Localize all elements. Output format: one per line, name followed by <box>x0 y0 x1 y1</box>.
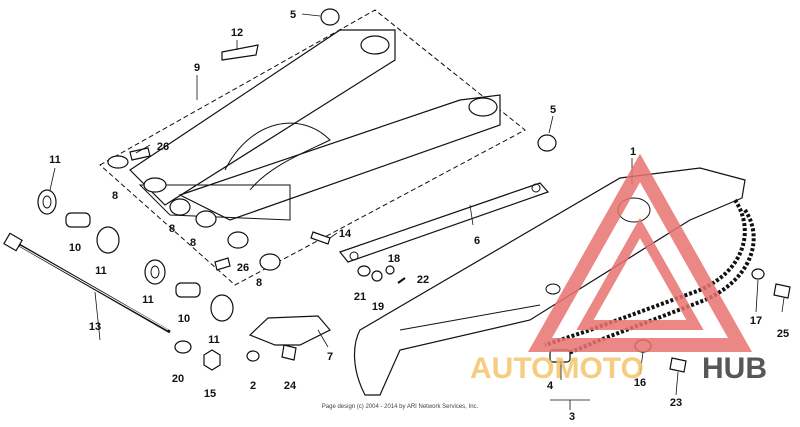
bearings-seals <box>37 189 234 322</box>
callout-17: 17 <box>750 315 762 327</box>
washer-20 <box>174 340 192 354</box>
watermark-text-part1: AUTOMOTO <box>470 352 644 385</box>
callout-11-b: 11 <box>95 265 107 277</box>
bolt-25 <box>773 283 791 299</box>
callout-3: 3 <box>569 411 575 423</box>
callout-19: 19 <box>372 301 384 313</box>
callout-18: 18 <box>388 253 400 265</box>
callout-6: 6 <box>474 235 480 247</box>
bolt-24 <box>281 344 297 361</box>
callout-11-c: 11 <box>142 294 154 306</box>
bolt-23 <box>669 357 687 373</box>
chain-guide-7 <box>248 315 331 346</box>
watermark-text-part2: HUB <box>702 352 767 385</box>
callout-22: 22 <box>417 274 429 286</box>
copyright-text: Page design (c) 2004 - 2014 by ARI Netwo… <box>322 404 479 410</box>
callout-5-right: 5 <box>550 104 556 116</box>
bolt-14 <box>310 231 331 245</box>
callout-14: 14 <box>339 228 352 240</box>
callout-11-a: 11 <box>49 154 61 166</box>
washer-17 <box>751 268 765 280</box>
leader-lines <box>49 13 785 410</box>
callout-7: 7 <box>327 351 333 363</box>
washer-2 <box>246 350 260 362</box>
washer-21 <box>357 265 371 277</box>
chain-case <box>353 167 746 396</box>
callout-25: 25 <box>777 328 789 340</box>
callout-11-d: 11 <box>208 334 220 346</box>
callout-9: 9 <box>194 62 200 74</box>
watermark-triangle-inner <box>576 217 704 330</box>
callout-10-a: 10 <box>69 242 81 254</box>
drive-chain <box>544 198 756 362</box>
callout-23: 23 <box>670 397 682 409</box>
stay-6 <box>338 182 550 263</box>
watermark-logo: AUTOMOTO HUB <box>470 153 767 385</box>
callout-8-a: 8 <box>112 190 118 202</box>
callout-8-b: 8 <box>169 223 175 235</box>
callout-15: 15 <box>204 388 216 400</box>
callout-2: 2 <box>250 380 256 392</box>
damper-5-top <box>320 8 340 26</box>
pivot-collars <box>107 155 281 271</box>
pin-22 <box>397 277 406 284</box>
callout-1: 1 <box>630 146 636 158</box>
swingarm <box>129 29 501 221</box>
nut-15 <box>203 349 221 371</box>
callout-labels: 1 2 3 4 5 5 6 7 8 8 8 8 9 10 10 11 11 11… <box>49 9 789 423</box>
callout-4: 4 <box>547 380 554 392</box>
damper-5-right <box>537 134 557 152</box>
pivot-bolt <box>3 232 171 334</box>
callout-26-a: 26 <box>157 141 169 153</box>
watermark-triangle-outer <box>528 153 752 352</box>
nut-18 <box>385 265 395 275</box>
callout-16: 16 <box>634 377 646 389</box>
callout-8-c: 8 <box>190 237 196 249</box>
assembly-frame <box>99 9 526 286</box>
callout-13: 13 <box>89 321 101 333</box>
callout-10-b: 10 <box>178 313 190 325</box>
callout-26-b: 26 <box>237 262 249 274</box>
callout-21: 21 <box>354 291 366 303</box>
label-plate-12 <box>221 44 259 61</box>
callout-5-top: 5 <box>290 9 296 21</box>
washer-19 <box>371 270 383 282</box>
callout-24: 24 <box>284 380 297 392</box>
callout-8-d: 8 <box>256 277 262 289</box>
callout-20: 20 <box>172 373 184 385</box>
callout-12: 12 <box>231 27 243 39</box>
